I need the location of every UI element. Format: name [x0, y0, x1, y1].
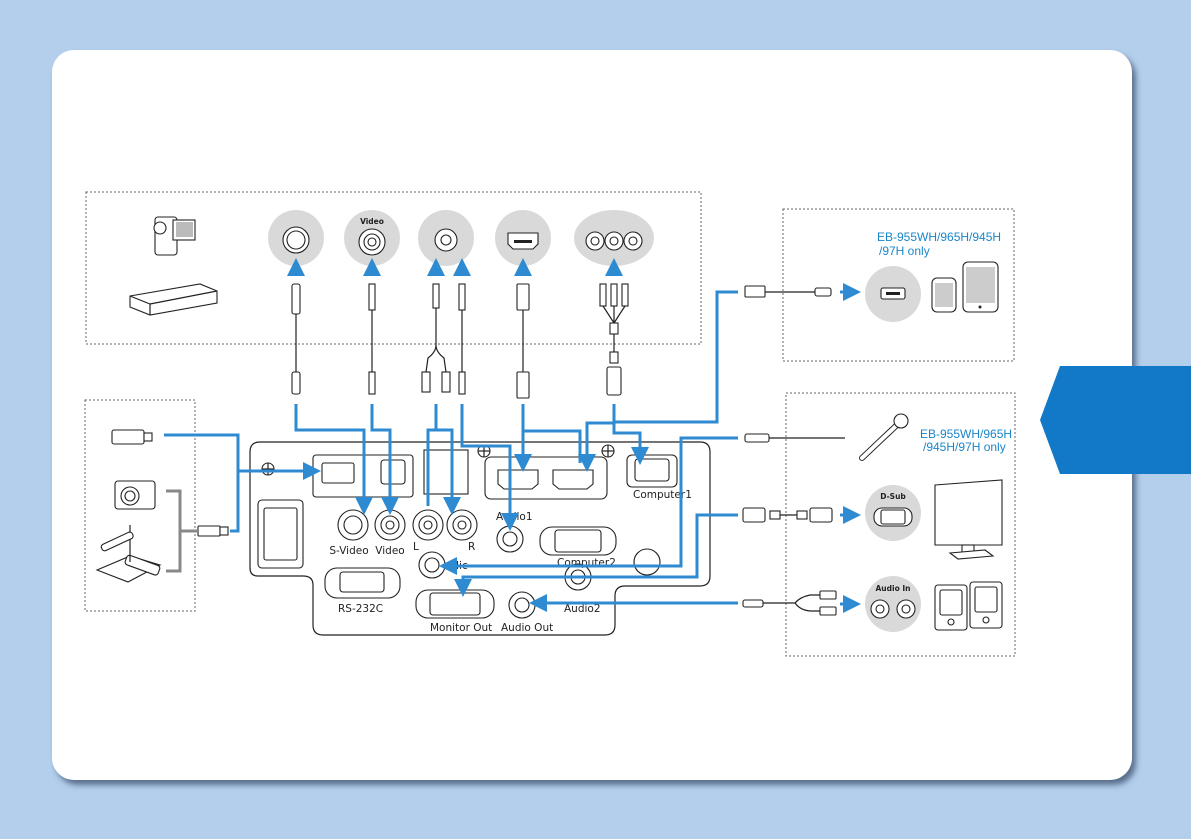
- projector-panel: [249, 441, 711, 636]
- vga-cable: [742, 507, 833, 523]
- svideo-label: S-Video: [329, 545, 368, 557]
- left-sources-box: [84, 399, 196, 612]
- top-outputs-box: [782, 208, 1015, 362]
- svg-text:Video: Video: [360, 217, 384, 226]
- audio-y-cable: [421, 283, 466, 395]
- mic-model-note-1: EB-955WH/965H: [920, 427, 1012, 441]
- right-outputs-box: [785, 392, 1016, 657]
- up-arrows: [287, 258, 623, 276]
- audio-rca-cable: [742, 590, 837, 616]
- component-port: [574, 210, 654, 266]
- usb-drive-icon: [111, 429, 153, 445]
- camcorder-icon: [153, 216, 196, 256]
- content-card: [52, 50, 1132, 780]
- audio-port: [418, 210, 474, 266]
- rs232c-label: RS-232C: [338, 603, 383, 615]
- video-cable: [368, 283, 376, 395]
- hdmi-model-note-1: EB-955WH/965H/945H: [877, 230, 1001, 244]
- video-port: Video: [344, 210, 400, 266]
- usb-cable-plug: [197, 525, 229, 537]
- mhl-port: [865, 266, 921, 322]
- hdmi-model-note-2: /97H only: [879, 244, 930, 258]
- hdmi-port: [495, 210, 551, 266]
- monitor-out-label: Monitor Out: [430, 622, 492, 634]
- hdmi-cable: [516, 283, 530, 399]
- monitor-icon: [934, 479, 1003, 560]
- computer1-label: Computer1: [633, 489, 692, 501]
- video-label: Video: [375, 545, 404, 557]
- smartphone-icon: [931, 277, 957, 313]
- audio-out-label: Audio Out: [501, 622, 553, 634]
- tablet-icon: [962, 261, 999, 313]
- section-tab[interactable]: [1040, 366, 1191, 474]
- svg-text:Audio In: Audio In: [876, 584, 911, 593]
- top-sources-box: [85, 191, 702, 345]
- component-vga-cable: [599, 283, 629, 396]
- microphone-icon: [859, 413, 909, 461]
- camera-icon: [114, 480, 156, 510]
- r-label: R: [468, 541, 475, 553]
- usb-micro-cable: [744, 285, 832, 298]
- document-camera-icon: [95, 525, 162, 583]
- dvd-player-icon: [129, 283, 218, 316]
- audio2-label: Audio2: [564, 603, 601, 615]
- l-label: L: [413, 541, 419, 553]
- mic-model-note-2: /945H/97H only: [923, 440, 1006, 454]
- svg-text:D-Sub: D-Sub: [880, 492, 906, 501]
- svideo-cable: [291, 283, 301, 395]
- audio-in-port: Audio In: [865, 576, 921, 632]
- audio1-label: Audio1: [496, 511, 533, 523]
- connection-lines: [164, 283, 861, 613]
- speakers-icon: [934, 581, 1003, 631]
- mic-cable: [744, 433, 845, 443]
- svideo-port: [268, 210, 324, 266]
- dsub-port: D-Sub: [865, 485, 921, 541]
- device-bracket: [166, 489, 197, 573]
